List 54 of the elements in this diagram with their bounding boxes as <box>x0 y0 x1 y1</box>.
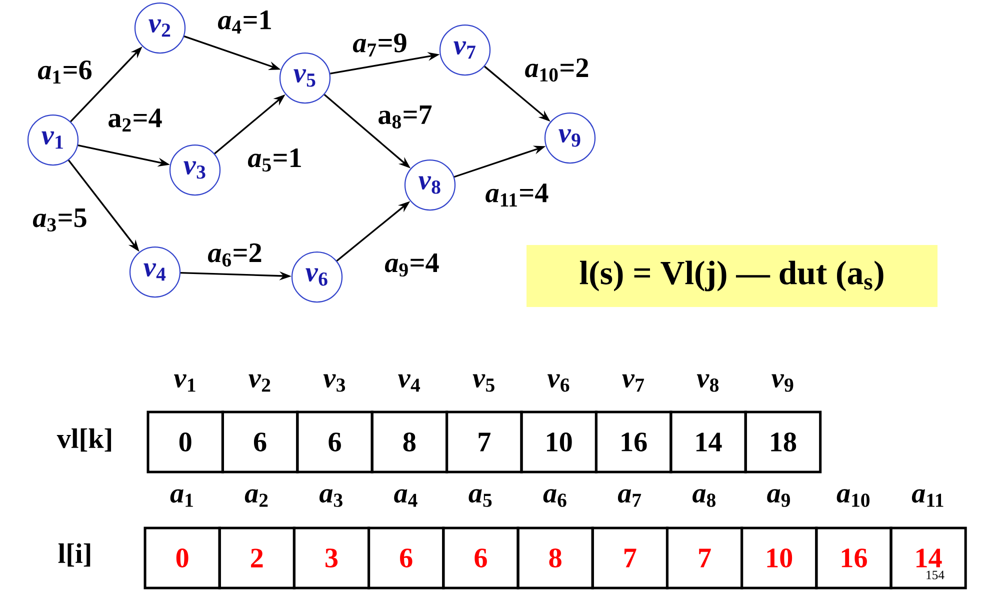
table-cell: 6 <box>442 526 520 590</box>
column-header: a$_{10}$ <box>836 489 870 507</box>
column-header: v$_{4}$ <box>398 374 420 392</box>
column-header: a$_{3}$ <box>320 489 342 507</box>
column-header: v$_{1}$ <box>174 374 196 392</box>
edge-label: a$_{10}$=2 <box>525 58 588 82</box>
column-header: v$_{3}$ <box>323 374 346 392</box>
table-cell: 16 <box>815 526 892 590</box>
edge-label: a$_{1}$=6 <box>38 60 92 84</box>
page-number: 154 <box>926 570 944 580</box>
edge-label: a$_{5}$=1 <box>248 148 301 172</box>
table-cell: 0 <box>144 526 221 590</box>
column-header: v$_{5}$ <box>472 374 494 392</box>
table-cell: 18 <box>744 410 822 474</box>
column-header: v$_{8}$ <box>696 374 719 392</box>
column-header: v$_{6}$ <box>547 374 570 392</box>
table-cell: 6 <box>368 526 445 590</box>
row-label: l[i] <box>58 543 90 567</box>
edge-label: a$_{6}$=2 <box>208 243 262 267</box>
table-cell: 10 <box>740 526 818 590</box>
edge-label: a$_{9}$=4 <box>385 253 439 277</box>
table-cell: 7 <box>446 410 523 474</box>
column-header: a$_{11}$ <box>912 489 944 507</box>
column-header: a$_{1}$ <box>170 489 193 507</box>
table-cell: 16 <box>594 410 672 474</box>
column-header: a$_{7}$ <box>618 489 642 507</box>
row-label: vl[k] <box>56 428 112 452</box>
edge-label: a$_{2}$=4 <box>108 108 162 132</box>
column-header: a$_{8}$ <box>692 489 716 507</box>
table-cell: 14 <box>670 410 747 474</box>
column-header: v$_{2}$ <box>248 374 270 392</box>
table-cell: 6 <box>296 410 374 474</box>
table-cell: 7 <box>591 526 668 590</box>
column-header: a$_{9}$ <box>767 489 790 507</box>
edge-label: a$_{11}$=4 <box>486 184 548 206</box>
column-header: a$_{2}$ <box>244 489 268 507</box>
table-cell: 10 <box>520 410 598 474</box>
column-header: a$_{4}$ <box>394 489 418 507</box>
table-cell: 7 <box>666 526 744 590</box>
column-header: v$_{9}$ <box>772 374 794 392</box>
table-cell: 6 <box>221 410 299 474</box>
column-header: a$_{5}$ <box>468 489 492 507</box>
formula-box: l(s) = Vl(j) — dut (a$_{s}$) <box>526 245 938 307</box>
table-cell: 2 <box>218 526 296 590</box>
table-cell: 8 <box>516 526 594 590</box>
column-header: v$_{7}$ <box>622 374 644 392</box>
column-header: a$_{6}$ <box>543 489 566 507</box>
table-cell: 8 <box>370 410 448 474</box>
table-cell: 3 <box>292 526 370 590</box>
edge-label: a$_{3}$=5 <box>33 208 86 232</box>
edge-label: a$_{8}$=7 <box>378 106 432 128</box>
edge-label: a$_{7}$=9 <box>353 34 406 56</box>
edge-label: a$_{4}$=1 <box>218 10 271 34</box>
table-cell: 0 <box>146 410 224 474</box>
